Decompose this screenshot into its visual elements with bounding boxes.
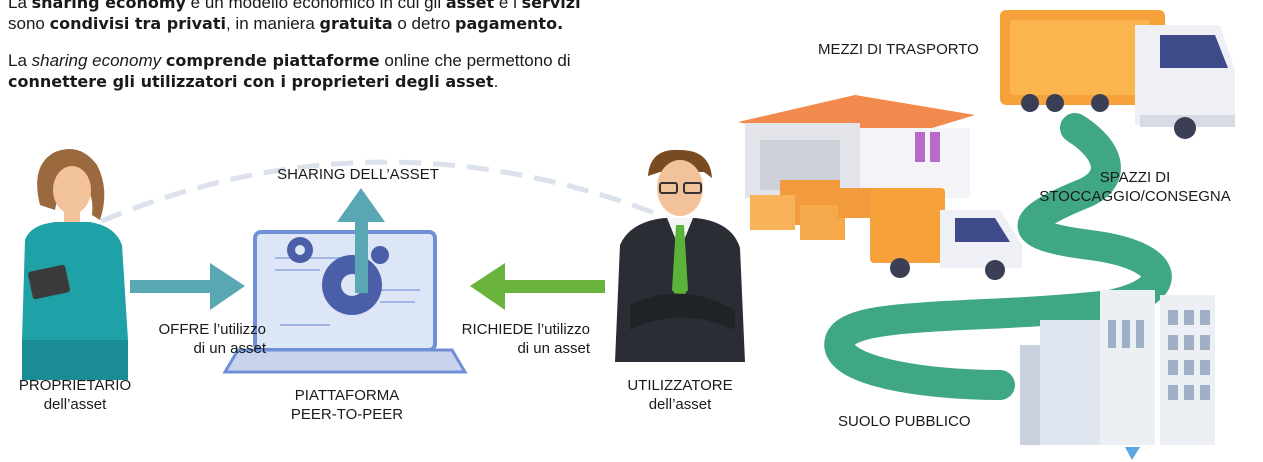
- truck-icon: [1000, 10, 1235, 139]
- user-label-line1: UTILIZZATORE: [627, 377, 733, 394]
- platform-label-line1: PIATTAFORMA: [294, 387, 400, 404]
- owner-icon: [22, 148, 128, 380]
- storage-label: SPAZZI DI STOCCAGGIO/CONSEGNA: [1010, 168, 1260, 206]
- offer-label: OFFRE l’utilizzo di un asset: [140, 320, 266, 358]
- user-icon: [615, 149, 745, 362]
- intro-paragraph: La sharing economy è un modello economic…: [8, 0, 581, 33]
- owner-label: PROPRIETARIO dell’asset: [5, 376, 145, 414]
- request-label: RICHIEDE l’utilizzo di un asset: [440, 320, 590, 358]
- van-icon: [870, 188, 1022, 280]
- request-label-line1: RICHIEDE l’utilizzo: [461, 321, 590, 338]
- offer-label-line2: di un asset: [193, 340, 266, 357]
- sharing-arrow-icon: [337, 188, 385, 293]
- owner-label-line1: PROPRIETARIO: [18, 377, 132, 394]
- public-land-label: SUOLO PUBBLICO: [838, 413, 971, 430]
- platform-label-line2: PEER-TO-PEER: [290, 406, 404, 423]
- storage-label-line2: STOCCAGGIO/CONSEGNA: [1039, 188, 1231, 205]
- warehouse-icon: [738, 95, 975, 198]
- transport-label: MEZZI DI TRASPORTO: [818, 41, 979, 58]
- owner-label-line2: dell’asset: [43, 396, 107, 413]
- dashed-arc: [68, 159, 661, 238]
- storage-label-line1: SPAZZI DI: [1099, 169, 1171, 186]
- user-label-line2: dell’asset: [648, 396, 712, 413]
- user-label: UTILIZZATORE dell’asset: [605, 376, 755, 414]
- request-arrow-icon: [470, 263, 605, 310]
- offer-arrow-icon: [130, 263, 245, 310]
- offer-label-line1: OFFRE l’utilizzo: [158, 321, 266, 338]
- platform-paragraph: La sharing economy comprende piattaforme…: [8, 51, 571, 91]
- platform-label: PIATTAFORMA PEER-TO-PEER: [262, 386, 432, 424]
- boxes-icon: [750, 180, 878, 240]
- building-icon: [1020, 290, 1215, 460]
- sharing-label: SHARING DELL’ASSET: [277, 166, 439, 183]
- request-label-line2: di un asset: [517, 340, 590, 357]
